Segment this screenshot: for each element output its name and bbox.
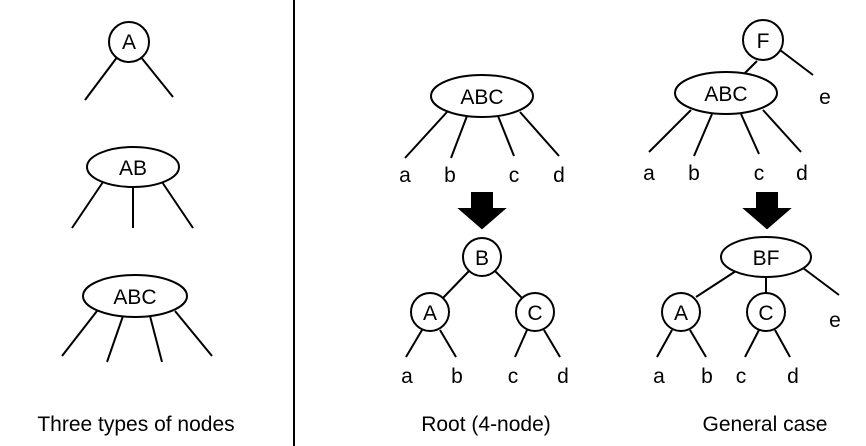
edge	[695, 268, 740, 298]
edge	[61, 310, 98, 357]
leaf-label: a	[399, 164, 411, 187]
two-node-label: A	[122, 31, 136, 54]
leaf-label: d	[796, 162, 808, 185]
leaf-label: a	[643, 162, 655, 185]
three-node	[86, 146, 180, 188]
sibling-label: e	[829, 309, 841, 332]
node-c-label: C	[527, 302, 542, 325]
leaf-label: a	[401, 365, 413, 388]
leaf-label: c	[509, 164, 520, 187]
node-a-label: A	[423, 302, 437, 325]
leaf-label: b	[451, 365, 463, 388]
node-a	[661, 292, 701, 332]
root-node-b	[462, 237, 502, 277]
parent-node-f	[742, 19, 784, 61]
edge	[106, 315, 124, 363]
edge	[84, 55, 119, 101]
edge	[693, 113, 713, 157]
root-four-node	[430, 74, 534, 118]
edge	[497, 115, 515, 157]
node-c	[515, 292, 555, 332]
edge	[762, 109, 802, 153]
parent-node-f-label: F	[757, 30, 770, 53]
node-c-label: C	[758, 302, 773, 325]
leaf-label: d	[553, 164, 565, 187]
leaf-label: b	[444, 164, 456, 187]
edge	[404, 111, 448, 159]
root-node-b-label: B	[475, 247, 489, 270]
edge	[494, 270, 524, 300]
edge	[656, 329, 673, 358]
leaf-label: d	[787, 365, 799, 388]
edge	[779, 49, 814, 76]
edge	[149, 315, 163, 363]
leaf-label: c	[508, 365, 519, 388]
four-node-label: ABC	[113, 286, 156, 309]
edge	[71, 181, 104, 229]
edge	[519, 111, 560, 157]
transform-arrow	[457, 192, 507, 230]
edge	[689, 329, 707, 358]
edge	[174, 310, 213, 357]
general-four-node-label: ABC	[704, 83, 747, 106]
two-node	[108, 21, 150, 63]
sibling-label: e	[819, 86, 831, 109]
node-c	[746, 292, 786, 332]
leaf-label: b	[688, 162, 700, 185]
edge	[439, 329, 457, 358]
leaf-label: c	[736, 365, 747, 388]
four-node	[82, 274, 188, 318]
node-a-label: A	[674, 302, 688, 325]
edge	[744, 329, 760, 358]
edge	[774, 329, 791, 358]
edge	[405, 329, 423, 358]
edge	[798, 264, 840, 296]
general-caption: General case	[703, 413, 828, 436]
leaf-label: b	[701, 365, 713, 388]
merged-parent-node-label: BF	[753, 247, 780, 270]
edge	[450, 115, 468, 159]
edge	[440, 270, 470, 301]
leaf-label: d	[557, 365, 569, 388]
edge	[543, 329, 561, 358]
edge	[161, 181, 194, 229]
root-caption: Root (4-node)	[421, 413, 551, 436]
edge	[139, 55, 174, 98]
node-a	[410, 292, 450, 332]
three-node-label: AB	[119, 157, 147, 180]
edge	[648, 109, 692, 153]
edge	[740, 113, 760, 155]
leaf-label: a	[653, 365, 665, 388]
merged-parent-node	[720, 236, 812, 278]
leaf-label: c	[754, 162, 765, 185]
root-four-node-label: ABC	[460, 86, 503, 109]
transform-arrow	[742, 192, 792, 230]
edge	[514, 329, 528, 358]
general-four-node	[674, 71, 778, 115]
left-caption: Three types of nodes	[37, 413, 234, 436]
